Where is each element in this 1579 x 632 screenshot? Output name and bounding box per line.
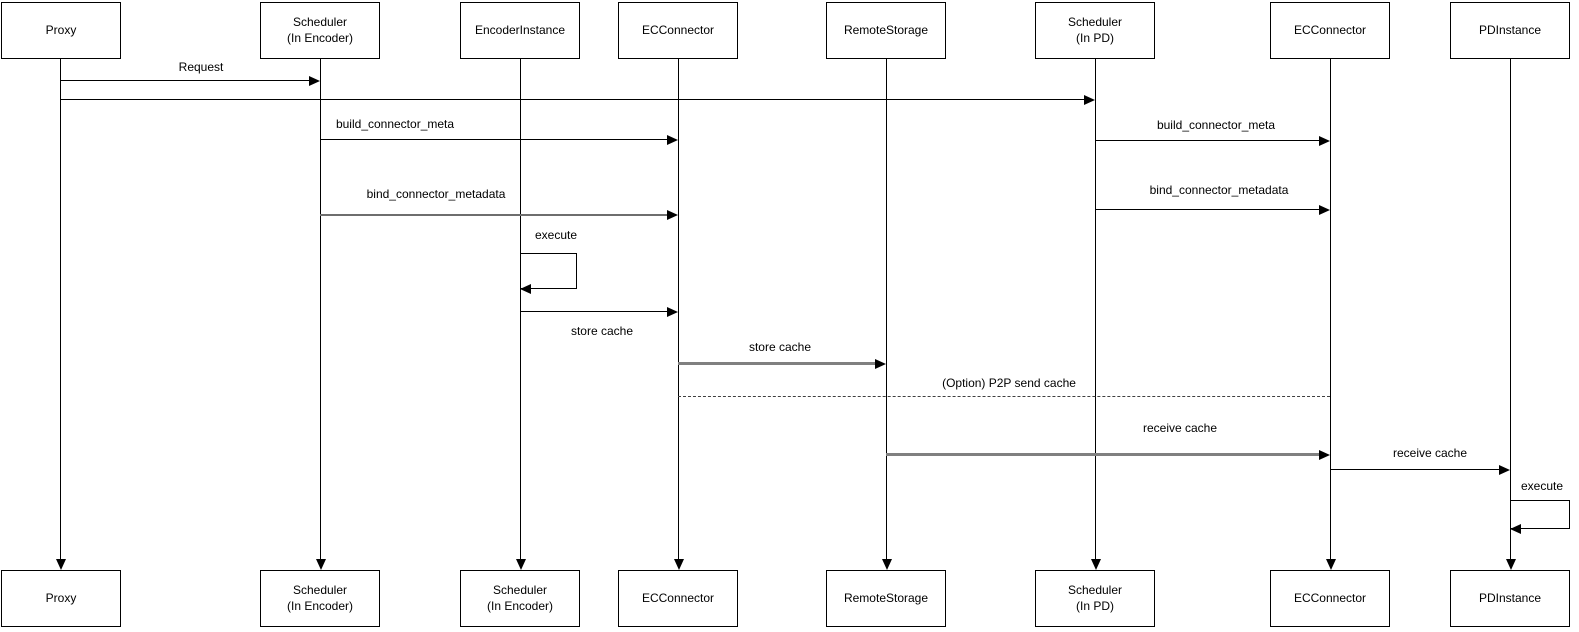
actor-top-remotestorage: RemoteStorage: [826, 2, 946, 59]
arrowhead-down-icon: [316, 559, 326, 570]
actor-bottom-ecconnector: ECConnector: [618, 570, 738, 627]
message-line-proxy-to-scheduler-pd: [61, 99, 1085, 100]
arrowhead-left-icon: [1510, 524, 1521, 534]
arrowhead-right-icon: [1084, 95, 1095, 105]
actor-bottom-scheduler-encoder: Scheduler (In Encoder): [260, 570, 380, 627]
arrowhead-right-icon: [667, 135, 678, 145]
message-label-store-cache-remote: store cache: [746, 340, 814, 354]
arrowhead-down-icon: [674, 559, 684, 570]
actor-bottom-pdinstance: PDInstance: [1450, 570, 1570, 627]
actor-top-pdinstance: PDInstance: [1450, 2, 1570, 59]
arrowhead-down-icon: [1091, 559, 1101, 570]
arrowhead-down-icon: [516, 559, 526, 570]
lifeline-ecconnector: [678, 59, 679, 560]
actor-bottom-proxy: Proxy: [1, 570, 121, 627]
arrowhead-right-icon: [1319, 450, 1330, 460]
message-line-bind-connector-metadata: [320, 214, 668, 216]
message-label-store-cache-encoder: store cache: [568, 324, 636, 338]
lifeline-proxy: [60, 59, 61, 560]
arrowhead-right-icon: [667, 210, 678, 220]
actor-top-ecconnector-pd: ECConnector: [1270, 2, 1390, 59]
arrowhead-right-icon: [309, 76, 320, 86]
message-line-store-cache-encoder: [520, 311, 668, 312]
actor-top-scheduler-encoder: Scheduler (In Encoder): [260, 2, 380, 59]
actor-bottom-remotestorage: RemoteStorage: [826, 570, 946, 627]
actor-bottom-scheduler-pd: Scheduler (In PD): [1035, 570, 1155, 627]
self-call-loop-encoder: [520, 253, 577, 289]
arrowhead-right-icon: [667, 307, 678, 317]
lifeline-pdinstance: [1510, 59, 1511, 560]
actor-top-ecconnector: ECConnector: [618, 2, 738, 59]
arrowhead-right-icon: [1319, 136, 1330, 146]
actor-top-proxy: Proxy: [1, 2, 121, 59]
lifeline-scheduler-encoder: [320, 59, 321, 560]
message-label-request: Request: [176, 60, 226, 74]
actor-bottom-scheduler-encoder-2: Scheduler (In Encoder): [460, 570, 580, 627]
message-line-build-connector-meta-pd: [1095, 140, 1320, 141]
message-line-receive-cache-remote: [886, 453, 1320, 456]
lifeline-encoderinstance: [520, 59, 521, 560]
message-label-bind-connector-metadata: bind_connector_metadata: [364, 187, 508, 201]
arrowhead-down-icon: [56, 559, 66, 570]
arrowhead-left-icon: [520, 284, 531, 294]
message-line-bind-connector-metadata-pd: [1095, 209, 1320, 210]
message-line-store-cache-remote: [678, 362, 876, 365]
message-label-receive-cache-pd: receive cache: [1390, 446, 1470, 460]
message-label-p2p-send-cache: (Option) P2P send cache: [940, 376, 1078, 390]
actor-bottom-ecconnector-pd: ECConnector: [1270, 570, 1390, 627]
message-label-build-connector-meta: build_connector_meta: [333, 117, 457, 131]
arrowhead-right-icon: [1499, 465, 1510, 475]
lifeline-scheduler-pd: [1095, 59, 1096, 560]
message-label-execute-encoder: execute: [533, 228, 580, 242]
message-line-p2p-send-cache: [678, 396, 1330, 397]
arrowhead-right-icon: [1319, 205, 1330, 215]
message-line-request: [61, 80, 310, 81]
arrowhead-down-icon: [882, 559, 892, 570]
self-call-loop-pd: [1510, 500, 1570, 529]
message-line-receive-cache-pd: [1330, 469, 1500, 470]
lifeline-ecconnector-pd: [1330, 59, 1331, 560]
message-label-receive-cache-remote: receive cache: [1140, 421, 1220, 435]
message-label-bind-connector-metadata-pd: bind_connector_metadata: [1147, 183, 1291, 197]
arrowhead-down-icon: [1326, 559, 1336, 570]
arrowhead-down-icon: [1506, 559, 1516, 570]
message-line-build-connector-meta: [320, 139, 668, 140]
message-label-build-connector-meta-pd: build_connector_meta: [1154, 118, 1278, 132]
arrowhead-right-icon: [875, 359, 886, 369]
lifeline-remotestorage: [886, 59, 887, 560]
message-label-execute-pd: execute: [1519, 479, 1566, 493]
actor-top-encoderinstance: EncoderInstance: [460, 2, 580, 59]
actor-top-scheduler-pd: Scheduler (In PD): [1035, 2, 1155, 59]
